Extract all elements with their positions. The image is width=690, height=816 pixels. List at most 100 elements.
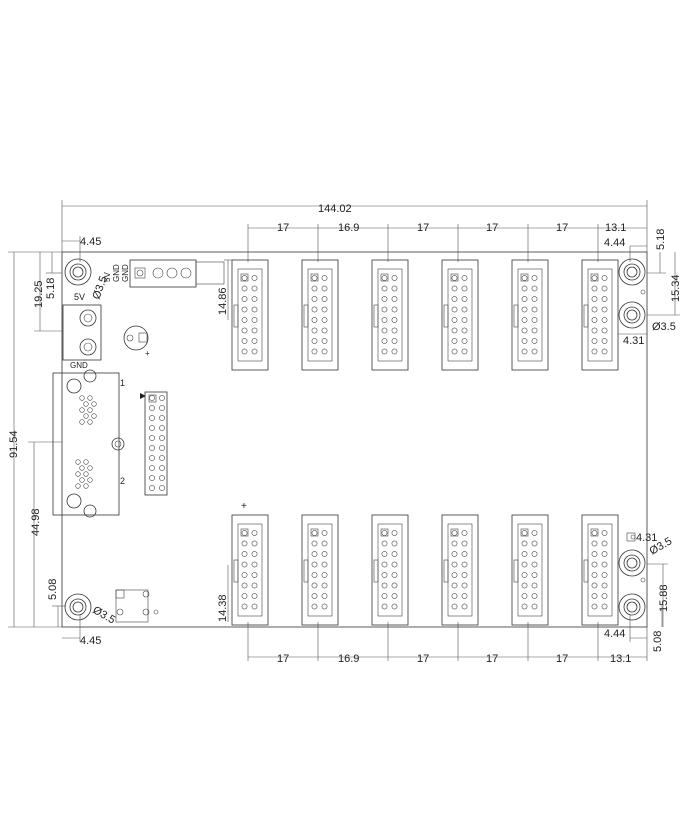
header-pin	[159, 435, 165, 441]
mounting-hole-bottom-right	[618, 593, 646, 621]
capacitor-plus: +	[145, 349, 150, 358]
right-15-88-label: 15.88	[658, 584, 670, 612]
top-pitch-1: 17	[277, 222, 289, 234]
left-bottom-offset-label: 4.45	[80, 635, 101, 647]
center-pin-header	[140, 391, 168, 496]
rj-pin	[87, 395, 93, 401]
rj-pin	[79, 395, 85, 401]
rj-pin	[75, 483, 81, 489]
header-pin	[149, 435, 155, 441]
left-bottom-hole-y-label: 5.08	[47, 579, 59, 600]
power-5v-label: 5V	[74, 292, 85, 302]
box-header-bottom-4	[441, 514, 479, 626]
rj45-port-2-pins	[75, 459, 93, 489]
power-gnd-label: GND	[70, 361, 88, 370]
header-pin	[159, 425, 165, 431]
power-terminal-block: 5V GND GND	[103, 259, 225, 288]
terminal-5v-label: 5V	[103, 272, 112, 282]
hole-diameter-right-top: Ø3.5	[652, 321, 676, 333]
port-1-label: 1	[120, 378, 125, 388]
bottom-plus-label: +	[241, 501, 247, 512]
rj-pin	[79, 419, 85, 425]
box-header-bottom-6	[581, 514, 619, 626]
header-pin	[159, 415, 165, 421]
header-pin	[159, 395, 165, 401]
top-pitch-3: 17	[417, 222, 429, 234]
header-pin	[159, 405, 165, 411]
header-pin	[159, 465, 165, 471]
bottom-pitch-1: 17	[277, 653, 289, 665]
hole-diameter-bottom-left: Ø3.5	[91, 604, 118, 626]
bottom-pitch-5: 17	[556, 653, 568, 665]
rj-pin	[83, 459, 89, 465]
right-dimensions: 4.44 5.18 15.34 4.31 4.31 15.88 5.08 4.4…	[604, 229, 682, 652]
ethernet-ports: 1 2	[52, 369, 125, 518]
top-pitch-2: 16.9	[338, 222, 359, 234]
rj-pin	[83, 413, 89, 419]
header-pin	[159, 485, 165, 491]
right-4-31-top-label: 4.31	[623, 335, 644, 347]
bottom-pitch-4: 17	[486, 653, 498, 665]
rj-pin	[79, 477, 85, 483]
left-19-label: 19.25	[33, 280, 45, 308]
header-pin	[149, 415, 155, 421]
rj-pin	[83, 471, 89, 477]
right-15-34-label: 15.34	[670, 274, 682, 302]
top-pitch-dimension: 17 16.9 17 17 17 13.1	[247, 222, 647, 262]
header-pin	[159, 445, 165, 451]
rj-pin	[87, 465, 93, 471]
bottom-pitch-6: 13.1	[610, 653, 631, 665]
box-header-top-5	[511, 259, 549, 371]
rj-pin	[75, 471, 81, 477]
rj-pin	[87, 419, 93, 425]
box-header-bottom-2	[301, 514, 339, 626]
mounting-hole-top-right	[618, 258, 646, 286]
connector-height-dimensions: 14.86 14.38 +	[217, 259, 247, 622]
jumper-pads	[626, 532, 636, 542]
box-header-top-2	[301, 259, 339, 371]
right-bottom-offset-label: 4.44	[604, 628, 625, 640]
rj-pin	[75, 459, 81, 465]
rj-pin	[87, 407, 93, 413]
overall-width-dimension: 144.02	[61, 200, 648, 252]
bottom-switch	[115, 589, 159, 623]
overall-height-label: 91.54	[8, 430, 20, 458]
rj45-port-1-pins	[79, 395, 97, 425]
box-header-bottom-5	[511, 514, 549, 626]
header-pin	[159, 455, 165, 461]
mounting-hole-right-2: Ø3.5	[618, 301, 676, 333]
rj-pin	[91, 401, 97, 407]
top-pitch-4: 17	[486, 222, 498, 234]
bottom-pitch-3: 17	[417, 653, 429, 665]
conn-top-height-label: 14.86	[217, 287, 229, 315]
header-pin	[149, 485, 155, 491]
left-top-hole-y-label: 5.18	[45, 278, 57, 299]
rj-pin	[79, 465, 85, 471]
header-pin	[149, 455, 155, 461]
terminal-gnd2-label: GND	[121, 264, 130, 282]
port-2-label: 2	[120, 476, 125, 486]
rj-pin	[83, 401, 89, 407]
bottom-pitch-2: 16.9	[338, 653, 359, 665]
left-top-offset-label: 4.45	[80, 236, 101, 248]
box-header-top-4	[441, 259, 479, 371]
header-pin	[149, 395, 155, 401]
right-bottom-y-label: 5.08	[652, 631, 664, 652]
header-pin	[149, 425, 155, 431]
terminal-gnd1-label: GND	[112, 264, 121, 282]
header-pin	[149, 445, 155, 451]
header-pin	[159, 475, 165, 481]
conn-bottom-height-label: 14.38	[217, 594, 229, 622]
header-pin	[149, 405, 155, 411]
right-4-31-bottom-label: 4.31	[636, 532, 657, 544]
rj-pin	[79, 407, 85, 413]
rj-pin	[83, 483, 89, 489]
mounting-hole-bottom-left: Ø3.5	[64, 593, 118, 627]
right-top-offset-label: 4.44	[604, 237, 625, 249]
board-outline	[61, 251, 648, 628]
power-input-pads: 5V GND +	[62, 292, 150, 370]
box-header-bottom-1	[231, 514, 269, 626]
box-header-top-1	[231, 259, 269, 371]
box-header-top-6	[581, 259, 619, 371]
